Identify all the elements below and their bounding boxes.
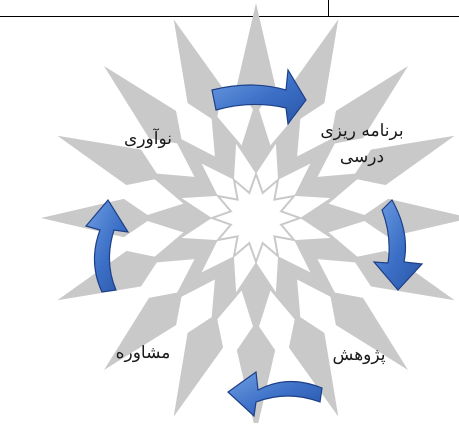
node-counseling: مشاوره (108, 340, 178, 366)
node-innovation: نوآوری (108, 126, 188, 152)
node-curriculum-planning: برنامه ریزی درسی (308, 118, 416, 170)
node-research: پژوهش (324, 342, 394, 368)
top-border (0, 0, 459, 17)
arrow-bottom (228, 372, 322, 416)
